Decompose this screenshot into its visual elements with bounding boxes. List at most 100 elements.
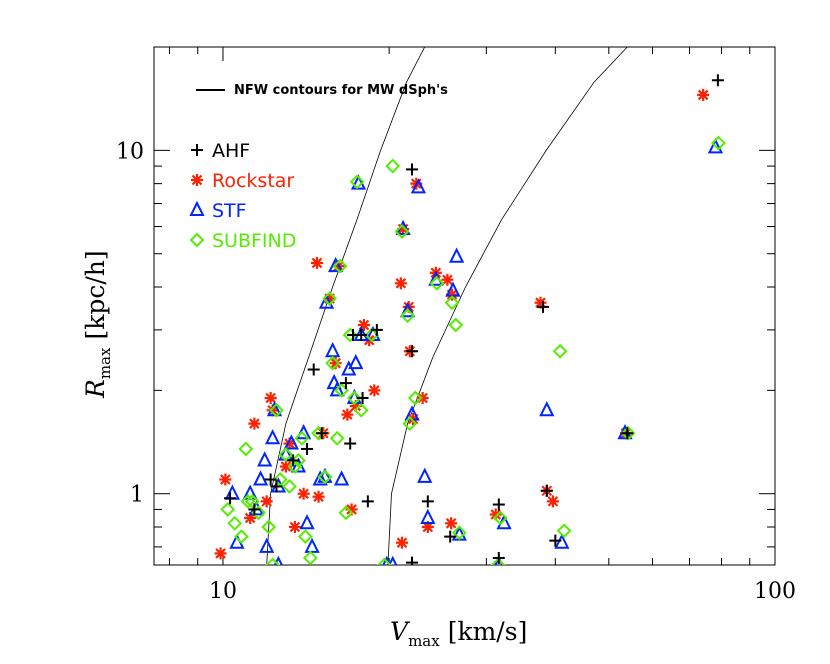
ahf-point xyxy=(492,551,505,564)
ahf-point xyxy=(540,484,553,497)
ahf-point xyxy=(361,495,374,508)
rockstar-point-d2 xyxy=(215,548,226,559)
subfind-point xyxy=(349,174,365,190)
stf-point xyxy=(290,457,307,473)
ahf-point xyxy=(315,427,328,440)
rockstar-point-d2 xyxy=(249,418,260,429)
rockstar-point xyxy=(260,495,273,508)
nfw-contour-line xyxy=(266,47,426,565)
legend-marker-rockstar xyxy=(191,174,203,186)
stf-point xyxy=(304,537,320,553)
subfind-point xyxy=(317,469,333,485)
subfind-point xyxy=(332,258,348,274)
rockstar-point xyxy=(697,88,710,101)
rockstar-point-d2 xyxy=(697,89,709,101)
subfind-point xyxy=(353,402,369,418)
rockstar-point xyxy=(288,520,301,533)
rockstar-point xyxy=(395,536,408,549)
rockstar-point-d2 xyxy=(298,488,309,499)
stf-point xyxy=(296,424,312,440)
stf-point xyxy=(448,247,465,263)
stf-point xyxy=(554,533,570,549)
rockstar-point-d2 xyxy=(369,385,380,396)
stf-point xyxy=(707,138,724,154)
subfind-point xyxy=(394,224,410,240)
stf-point xyxy=(252,470,269,486)
subfind-point xyxy=(220,502,236,517)
data-points xyxy=(214,74,726,565)
subfind-point xyxy=(234,529,249,545)
y-axis-label: Rmax[kpc/h] xyxy=(81,250,114,399)
legend-marker-subfind xyxy=(189,232,205,248)
subfind-point xyxy=(556,523,572,539)
rockstar-point xyxy=(421,520,434,533)
rockstar-point-d2 xyxy=(535,297,546,308)
ahf-point xyxy=(344,437,357,450)
subfind-point xyxy=(287,459,303,474)
rockstar-point-d2 xyxy=(490,509,502,520)
ahf-point xyxy=(301,442,314,455)
ahf-point xyxy=(248,503,261,516)
x-axis-label: Vmax[km/s] xyxy=(390,617,527,650)
rockstar-point-d2 xyxy=(289,521,301,533)
stf-point xyxy=(329,381,345,397)
rockstar-point xyxy=(297,487,310,500)
rockstar-point xyxy=(312,490,325,503)
rockstar-point-d2 xyxy=(422,521,434,533)
stf-point xyxy=(264,429,281,445)
rockstar-point xyxy=(441,273,454,286)
legend-label-ahf: AHF xyxy=(212,140,250,162)
rockstar-point-d2 xyxy=(261,496,272,507)
subfind-point xyxy=(346,390,362,406)
curve-legend-text: NFW contours for MW dSph's xyxy=(234,83,448,98)
subfind-point xyxy=(364,327,380,343)
stf-point xyxy=(299,514,315,530)
y-tick-label: 1 xyxy=(130,483,144,508)
subfind-point xyxy=(244,493,260,509)
subfind-point xyxy=(385,158,401,174)
subfind-point xyxy=(282,479,297,494)
stf-point xyxy=(259,537,275,553)
subfind-point xyxy=(227,515,243,531)
y-tick-label: 10 xyxy=(116,139,144,164)
stf-point xyxy=(399,301,416,318)
ahf-point xyxy=(356,392,369,405)
legend-label-stf: STF xyxy=(212,200,247,222)
rockstar-point xyxy=(546,495,559,508)
subfind-point xyxy=(444,295,460,311)
subfind-point xyxy=(261,519,277,535)
rockstar-point-d2 xyxy=(313,491,324,503)
rockstar-point-d2 xyxy=(395,278,407,289)
stf-point xyxy=(326,373,342,390)
stf-point xyxy=(318,293,335,309)
subfind-point xyxy=(278,447,294,463)
rockstar-point xyxy=(394,277,407,290)
y-axis-label-main: R xyxy=(81,379,110,399)
ahf-point xyxy=(270,480,283,493)
rockstar-point xyxy=(445,517,458,530)
stf-point xyxy=(328,256,344,273)
nfw-contours xyxy=(266,47,628,565)
subfind-point xyxy=(402,416,418,432)
stf-point xyxy=(539,401,555,417)
subfind-point xyxy=(448,317,464,333)
ahf-point xyxy=(537,300,550,313)
plot-frame xyxy=(153,46,776,566)
subfind-point xyxy=(329,430,345,446)
rockstar-point-d2 xyxy=(220,474,231,485)
ahf-point xyxy=(307,363,320,376)
rockstar-point-d2 xyxy=(311,257,323,269)
rockstar-point-d2 xyxy=(445,518,457,529)
stf-point xyxy=(273,555,283,565)
ahf-point xyxy=(621,427,634,440)
ahf-point xyxy=(287,454,300,467)
x-tick-label: 10 xyxy=(209,579,237,604)
subfind-point xyxy=(294,430,310,446)
ahf-point xyxy=(421,495,434,508)
ahf-point xyxy=(264,473,277,486)
ahf-point xyxy=(405,556,418,565)
x-axis-label-unit: [km/s] xyxy=(448,617,528,646)
rockstar-point xyxy=(248,417,261,430)
subfind-point xyxy=(322,291,337,307)
